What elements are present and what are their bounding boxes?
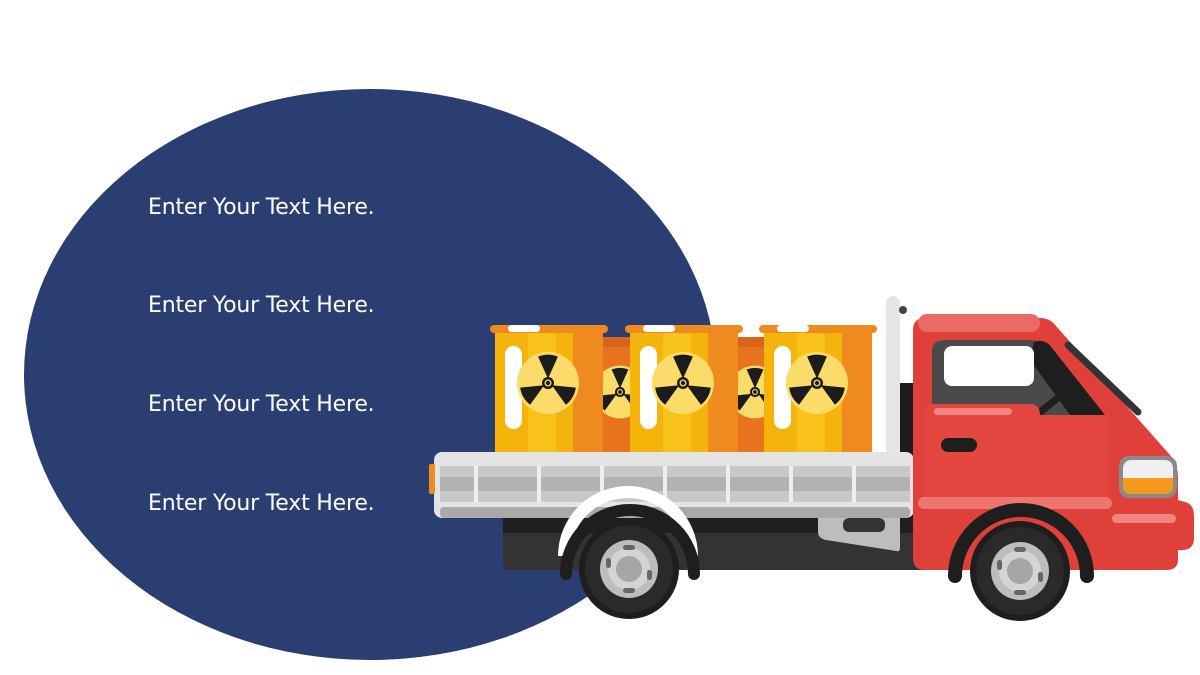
barrel-1 bbox=[490, 325, 608, 455]
text-placeholder-2[interactable]: Enter Your Text Here. bbox=[148, 293, 375, 318]
text-placeholder-4[interactable]: Enter Your Text Here. bbox=[148, 491, 375, 516]
truck-cab bbox=[913, 314, 1194, 621]
text-placeholder-3[interactable]: Enter Your Text Here. bbox=[148, 392, 375, 417]
headboard-post bbox=[886, 296, 900, 456]
text-placeholder-1[interactable]: Enter Your Text Here. bbox=[148, 195, 375, 220]
barrel-2 bbox=[625, 325, 743, 455]
barrel-3 bbox=[759, 325, 877, 455]
rear-wheel bbox=[558, 486, 700, 619]
flatbed bbox=[429, 452, 914, 518]
